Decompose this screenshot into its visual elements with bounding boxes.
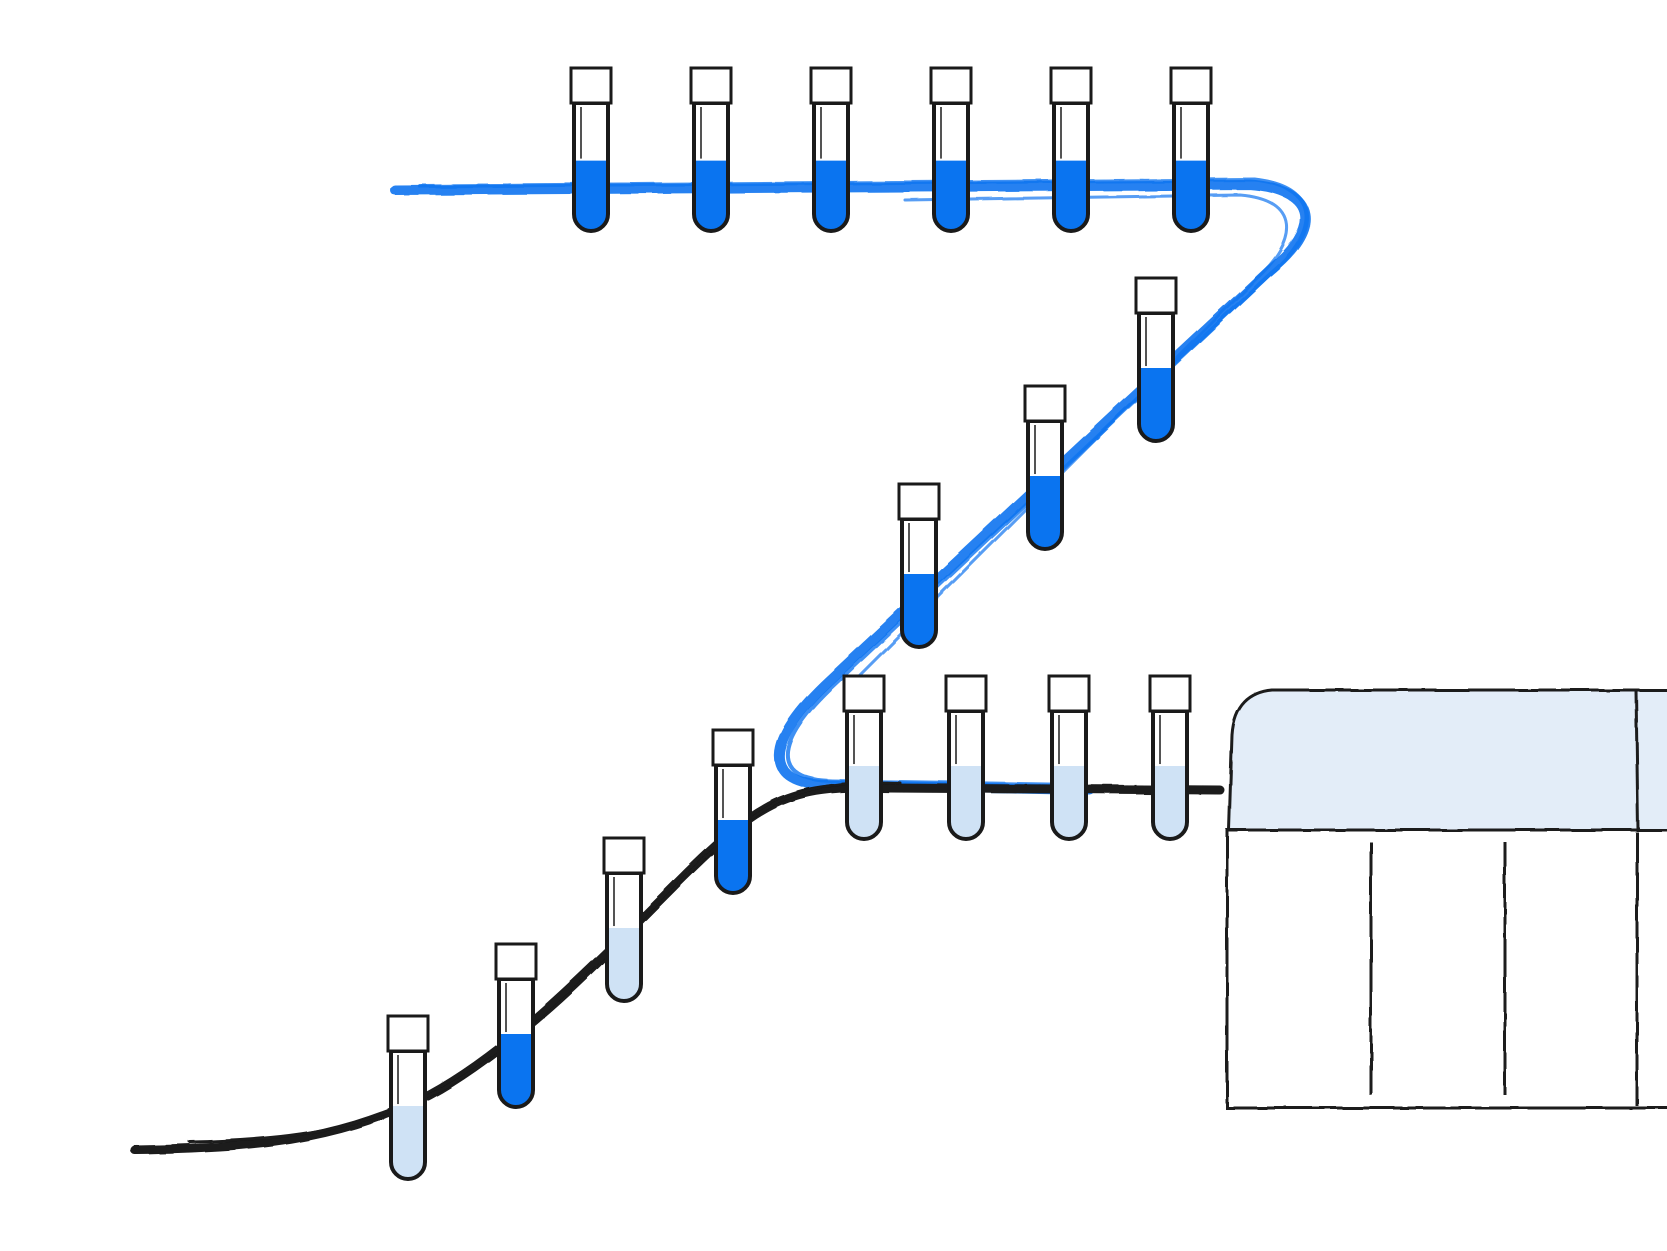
tube-outline (1052, 101, 1090, 233)
tube-outline (1137, 311, 1175, 443)
tube-outline (497, 977, 535, 1109)
tube-outline (1151, 709, 1189, 841)
tube-liquid (391, 1106, 425, 1179)
tube-cap (809, 66, 853, 105)
tube-liquid (814, 160, 848, 231)
tube-cap (1169, 66, 1213, 105)
test-tube (842, 674, 886, 841)
tube-cap (1134, 276, 1178, 315)
instrument-lid (1227, 688, 1667, 832)
tube-liquid (1153, 766, 1187, 839)
test-tube (944, 674, 988, 841)
tube-cap (386, 1014, 430, 1053)
test-tube (1049, 66, 1093, 233)
black-response-curve (130, 781, 1225, 1155)
tube-liquid (499, 1034, 533, 1107)
tube-liquid (1028, 476, 1062, 549)
tube-cap (602, 836, 646, 875)
tube-liquid (1174, 160, 1208, 231)
test-tube (1169, 66, 1213, 233)
tube-cap (1047, 674, 1091, 713)
tube-cap (1049, 66, 1093, 105)
tube-cap (1148, 674, 1192, 713)
instrument-base (1225, 828, 1667, 1110)
tube-set (386, 66, 1213, 1181)
tube-cap (944, 674, 988, 713)
test-tube (569, 66, 613, 233)
tube-cap (842, 674, 886, 713)
tube-outline (1172, 101, 1210, 233)
tube-liquid (694, 160, 728, 231)
tube-liquid (949, 766, 983, 839)
tube-outline (947, 709, 985, 841)
tube-liquid (607, 928, 641, 1001)
test-tube (689, 66, 733, 233)
test-tube (897, 482, 941, 649)
tube-cap (1023, 384, 1067, 423)
tube-outline (1026, 419, 1064, 551)
instrument-lid-seam (1634, 689, 1640, 831)
test-tube (494, 942, 538, 1109)
test-tube (711, 728, 755, 895)
tube-liquid (716, 820, 750, 893)
tube-cap (494, 942, 538, 981)
test-tube (929, 66, 973, 233)
tube-outline (900, 517, 938, 649)
tube-cap (897, 482, 941, 521)
tube-outline (572, 101, 610, 233)
tube-liquid (934, 160, 968, 231)
test-tube (1023, 384, 1067, 551)
tube-cap (711, 728, 755, 767)
plate-reader-instrument (1225, 688, 1667, 1110)
test-tube (1148, 674, 1192, 841)
tube-outline (692, 101, 730, 233)
tube-liquid (574, 160, 608, 231)
tube-cap (929, 66, 973, 105)
tube-outline (1050, 709, 1088, 841)
test-tube (386, 1014, 430, 1181)
tube-liquid (847, 766, 881, 839)
tube-cap (569, 66, 613, 105)
test-tube (809, 66, 853, 233)
tube-outline (812, 101, 850, 233)
tube-outline (714, 763, 752, 895)
test-tube (1134, 276, 1178, 443)
tube-liquid (1139, 368, 1173, 441)
tube-liquid (1054, 160, 1088, 231)
tube-liquid (1052, 766, 1086, 839)
test-tube (602, 836, 646, 1003)
test-tube (1047, 674, 1091, 841)
tube-outline (845, 709, 883, 841)
tube-liquid (902, 574, 936, 647)
tube-outline (389, 1049, 427, 1181)
tube-outline (932, 101, 970, 233)
tube-cap (689, 66, 733, 105)
tube-outline (605, 871, 643, 1003)
